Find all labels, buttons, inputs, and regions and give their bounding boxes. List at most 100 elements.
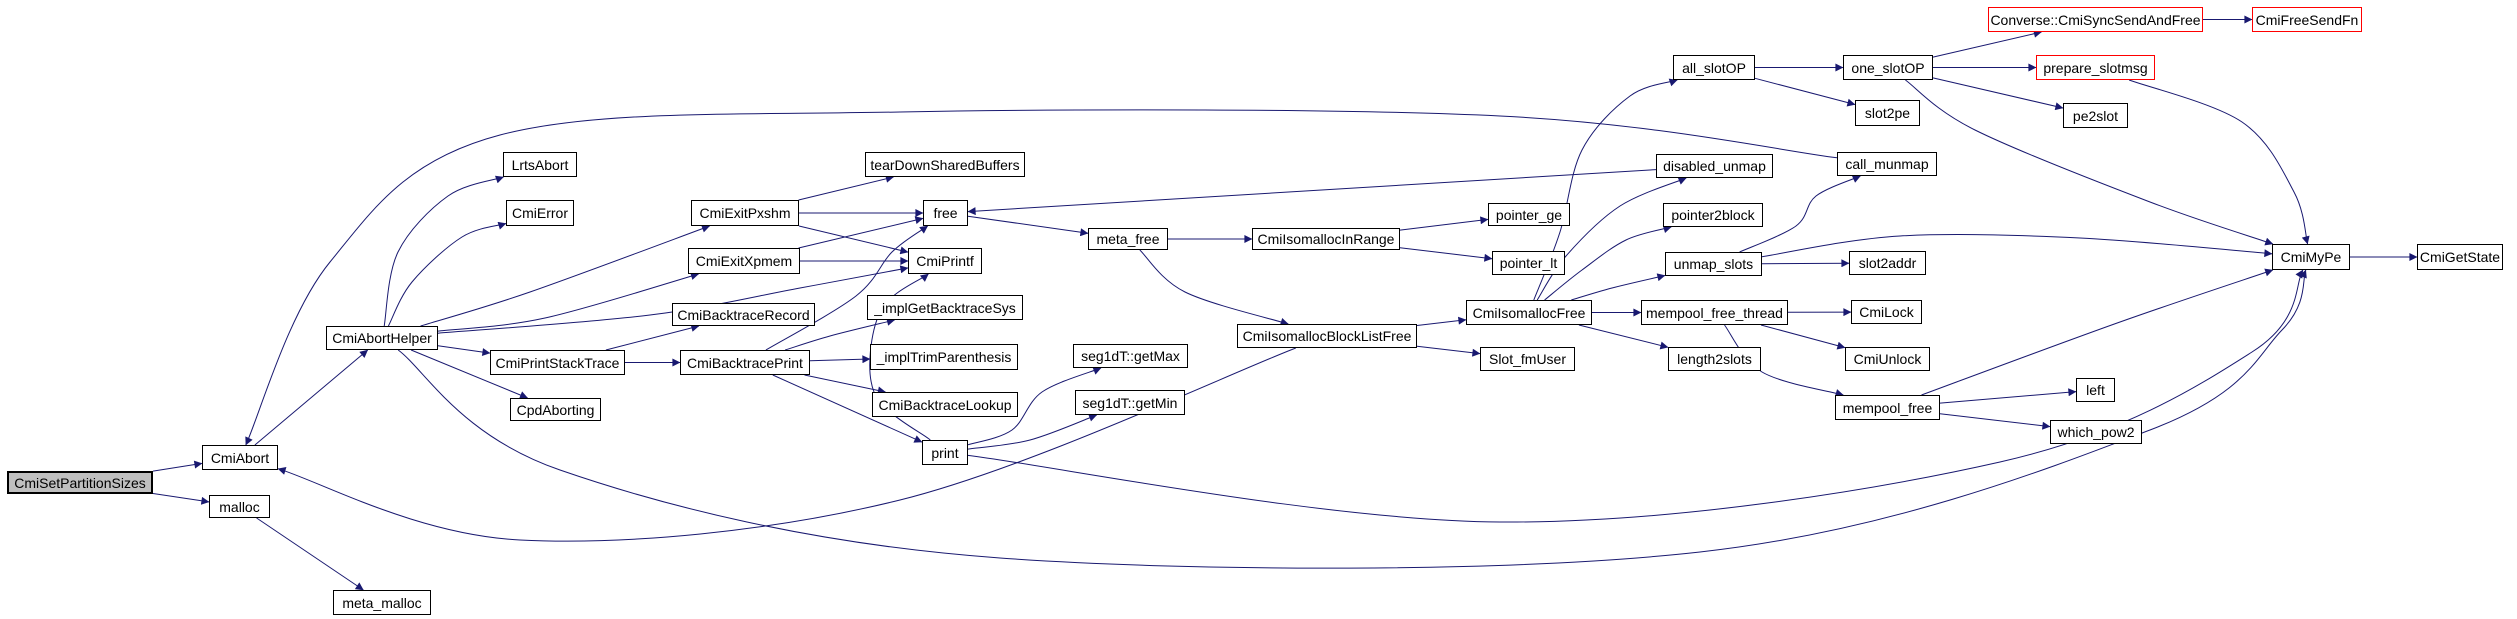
edge-all-slot-op-to-slot2pe — [1754, 77, 1856, 107]
node-left[interactable]: left — [2076, 378, 2115, 402]
edge-disabled-unmap-to-free — [967, 169, 1657, 216]
edge-cmi-backtrace-print-to-print — [772, 374, 923, 443]
node-mempool-free-thread[interactable]: mempool_free_thread — [1641, 300, 1788, 325]
edge-cmi-isomalloc-block-list-free-to-cmi-isomalloc-free — [1416, 316, 1467, 326]
node-call-munmap[interactable]: call_munmap — [1837, 152, 1937, 176]
edge-malloc-to-meta-malloc — [256, 517, 364, 591]
node-impl-trim-parenthesis[interactable]: _implTrimParenthesis — [870, 344, 1018, 370]
edge-print-to-seg1dt-get-max — [967, 367, 1102, 446]
node-cmi-exit-pxshm[interactable]: CmiExitPxshm — [691, 200, 799, 226]
node-cmi-abort-helper[interactable]: CmiAbortHelper — [326, 326, 438, 350]
edge-cmi-print-stack-trace-to-cmi-backtrace-record — [605, 324, 700, 351]
edge-mempool-free-to-left — [1939, 388, 2077, 404]
node-lrts-abort[interactable]: LrtsAbort — [503, 152, 577, 177]
edge-mempool-free-thread-to-mempool-free — [1724, 324, 1844, 397]
node-cmi-backtrace-print[interactable]: CmiBacktracePrint — [680, 350, 810, 375]
edge-cmi-abort-helper-to-cmi-my-pe — [397, 269, 2307, 569]
edge-cmi-isomalloc-in-range-to-pointer-lt — [1399, 247, 1493, 262]
edge-one-slot-op-to-cmi-my-pe — [1905, 79, 2274, 246]
node-pe2slot[interactable]: pe2slot — [2063, 103, 2128, 128]
node-meta-free[interactable]: meta_free — [1088, 228, 1168, 250]
edge-meta-free-to-cmi-isomalloc-block-list-free — [1139, 249, 1289, 326]
node-cmi-printf[interactable]: CmiPrintf — [908, 248, 982, 274]
edge-one-slot-op-to-pe2slot — [1932, 77, 2064, 111]
node-one-slot-op[interactable]: one_slotOP — [1843, 55, 1933, 80]
edge-print-to-cmi-my-pe — [967, 269, 2304, 523]
node-seg1dt-get-min[interactable]: seg1dT::getMin — [1075, 390, 1185, 415]
node-cmi-exit-xpmem[interactable]: CmiExitXpmem — [688, 248, 800, 274]
node-which-pow2[interactable]: which_pow2 — [2050, 420, 2142, 444]
edge-prepare-slotmsg-to-cmi-my-pe — [2128, 79, 2310, 245]
node-converse-cmi-sync-send-and-free[interactable]: Converse::CmiSyncSendAndFree — [1988, 7, 2203, 32]
node-cmi-abort[interactable]: CmiAbort — [202, 445, 278, 470]
node-cmi-get-state[interactable]: CmiGetState — [2417, 244, 2503, 270]
edge-unmap-slots-to-slot2addr — [1761, 259, 1850, 268]
node-length2slots[interactable]: length2slots — [1668, 347, 1761, 371]
node-pointer-ge[interactable]: pointer_ge — [1488, 203, 1570, 226]
edge-cmi-isomalloc-free-to-pointer2block — [1544, 225, 1672, 301]
edge-cmi-abort-helper-to-cmi-print-stack-trace — [437, 345, 491, 357]
edge-cmi-backtrace-print-to-impl-get-backtrace-sys — [784, 317, 895, 351]
node-cmi-backtrace-record[interactable]: CmiBacktraceRecord — [672, 303, 815, 326]
node-meta-malloc[interactable]: meta_malloc — [333, 590, 431, 615]
node-cmi-lock[interactable]: CmiLock — [1851, 300, 1922, 324]
node-mempool-free[interactable]: mempool_free — [1835, 395, 1940, 420]
node-tear-down-shared-buffers[interactable]: tearDownSharedBuffers — [865, 152, 1025, 177]
edge-cmi-abort-helper-to-lrts-abort — [383, 175, 504, 327]
edge-cmi-abort-helper-to-cmi-exit-xpmem — [437, 272, 699, 332]
node-free[interactable]: free — [923, 200, 968, 226]
node-cmi-my-pe[interactable]: CmiMyPe — [2272, 244, 2350, 270]
edge-mempool-free-to-cmi-my-pe — [1921, 268, 2274, 396]
node-impl-get-backtrace-sys[interactable]: _implGetBacktraceSys — [867, 295, 1023, 320]
node-cmi-print-stack-trace[interactable]: CmiPrintStackTrace — [490, 350, 625, 375]
edge-cmi-set-partition-sizes-to-cmi-abort — [152, 460, 203, 472]
node-cmi-unlock[interactable]: CmiUnlock — [1845, 347, 1930, 371]
node-slot-fm-user[interactable]: Slot_fmUser — [1480, 347, 1575, 371]
edge-cmi-abort-helper-to-cpd-aborting — [410, 349, 528, 399]
node-cmi-error[interactable]: CmiError — [506, 200, 574, 226]
edge-cmi-backtrace-print-to-free — [765, 225, 929, 351]
edge-call-munmap-to-cmi-abort — [245, 109, 1838, 446]
edge-one-slot-op-to-converse-cmi-sync-send-and-free — [1932, 29, 2042, 58]
edge-mempool-free-to-which-pow2 — [1939, 413, 2051, 430]
edge-cmi-backtrace-print-to-cmi-backtrace-lookup — [804, 374, 886, 395]
node-cmi-isomalloc-free[interactable]: CmiIsomallocFree — [1466, 300, 1592, 325]
edge-cmi-isomalloc-free-to-unmap-slots — [1571, 273, 1666, 301]
edge-cmi-isomalloc-free-to-disabled-unmap — [1536, 177, 1687, 301]
node-seg1dt-get-max[interactable]: seg1dT::getMax — [1073, 344, 1188, 368]
node-prepare-slotmsg[interactable]: prepare_slotmsg — [2036, 55, 2155, 80]
node-all-slot-op[interactable]: all_slotOP — [1673, 55, 1755, 80]
node-slot2pe[interactable]: slot2pe — [1855, 100, 1920, 126]
node-cmi-backtrace-lookup[interactable]: CmiBacktraceLookup — [872, 392, 1018, 417]
edge-unmap-slots-to-cmi-my-pe — [1761, 233, 2273, 258]
edge-cmi-backtrace-print-to-impl-trim-parenthesis — [809, 355, 871, 364]
edge-cmi-abort-helper-to-cmi-exit-pxshm — [420, 224, 710, 327]
edge-mempool-free-thread-to-cmi-unlock — [1760, 324, 1846, 350]
edge-cmi-abort-to-cmi-abort-helper — [254, 349, 369, 446]
edge-cmi-exit-xpmem-to-free — [798, 216, 924, 249]
node-unmap-slots[interactable]: unmap_slots — [1665, 252, 1762, 276]
node-cmi-isomalloc-in-range[interactable]: CmiIsomallocInRange — [1252, 228, 1400, 250]
node-cmi-free-send-fn[interactable]: CmiFreeSendFn — [2252, 7, 2362, 32]
edge-cmi-isomalloc-in-range-to-pointer-ge — [1399, 216, 1489, 231]
edge-cmi-exit-pxshm-to-tear-down-shared-buffers — [798, 174, 894, 201]
node-pointer2block[interactable]: pointer2block — [1663, 203, 1763, 227]
node-pointer-lt[interactable]: pointer_lt — [1492, 251, 1565, 275]
edge-free-to-meta-free — [967, 215, 1089, 237]
edge-print-to-seg1dt-get-min — [967, 413, 1098, 450]
edge-unmap-slots-to-call-munmap — [1739, 175, 1861, 253]
node-cpd-aborting[interactable]: CpdAborting — [510, 398, 601, 421]
edge-cmi-set-partition-sizes-to-malloc — [152, 493, 210, 505]
edge-cmi-isomalloc-block-list-free-to-cmi-abort — [277, 347, 1296, 542]
edge-cmi-exit-pxshm-to-cmi-printf — [798, 225, 909, 255]
node-malloc[interactable]: malloc — [209, 495, 270, 518]
node-slot2addr[interactable]: slot2addr — [1849, 251, 1926, 275]
node-cmi-set-partition-sizes: CmiSetPartitionSizes — [7, 471, 153, 494]
edge-cmi-isomalloc-block-list-free-to-slot-fm-user — [1416, 345, 1481, 357]
node-print[interactable]: print — [922, 440, 968, 465]
edge-cmi-abort-helper-to-cmi-error — [387, 221, 507, 327]
node-disabled-unmap[interactable]: disabled_unmap — [1656, 154, 1773, 178]
edge-cmi-isomalloc-free-to-length2slots — [1578, 324, 1669, 350]
node-cmi-isomalloc-block-list-free[interactable]: CmiIsomallocBlockListFree — [1237, 324, 1417, 348]
